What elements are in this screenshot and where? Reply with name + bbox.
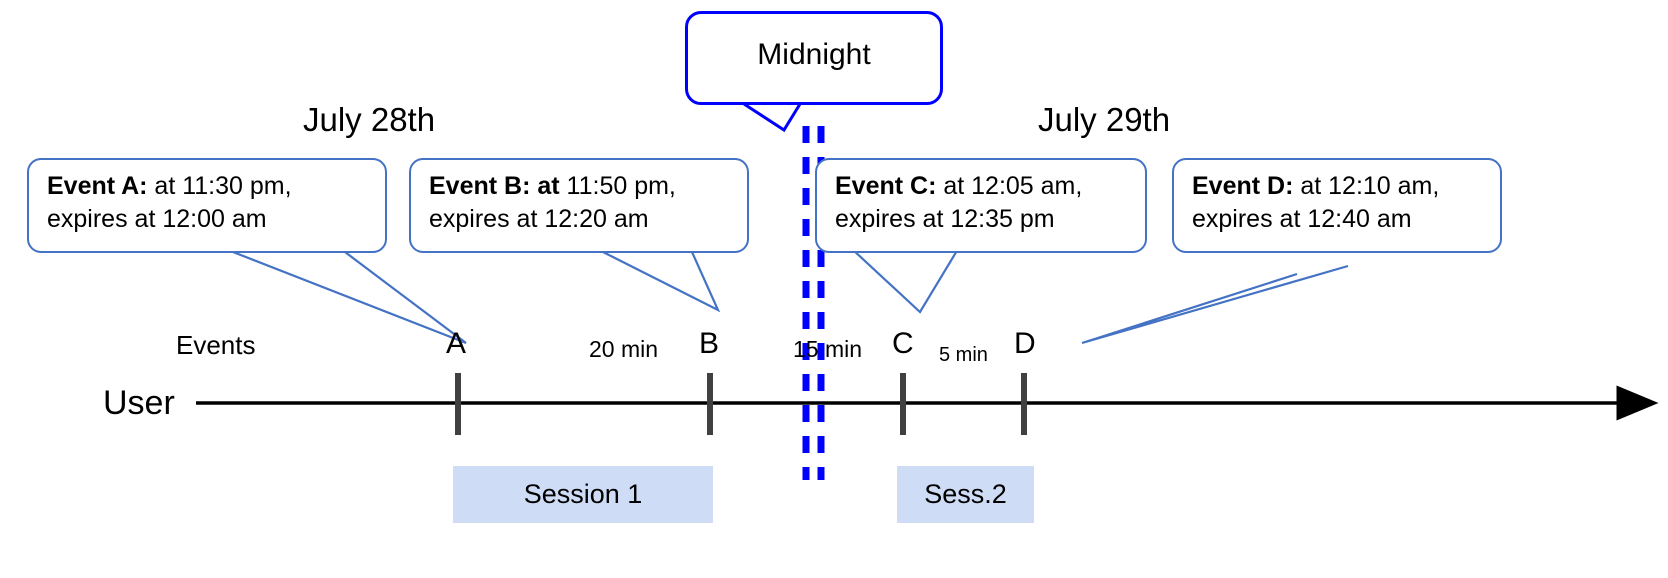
session-box-1: Session 1 — [453, 466, 713, 523]
callout-event-a-line2: expires at 12:00 am — [47, 205, 267, 233]
callout-event-c-line1: Event C: at 12:05 am, — [835, 170, 1131, 203]
date-label-july-29: July 29th — [1038, 101, 1171, 138]
callout-event-b-line1: Event B: at 11:50 pm, — [429, 170, 733, 203]
event-letter-d: D — [1014, 327, 1036, 360]
session-box-2: Sess.2 — [897, 466, 1034, 523]
row-label-user: User — [103, 384, 175, 422]
callout-tail-event-a — [232, 250, 467, 345]
midnight-callout: Midnight — [685, 11, 943, 105]
date-label-july-28: July 28th — [303, 101, 436, 138]
callout-event-b: Event B: at 11:50 pm, expires at 12:20 a… — [409, 158, 749, 253]
callout-tail-event-d — [1081, 264, 1349, 345]
callout-event-d-line2: expires at 12:40 am — [1192, 205, 1412, 233]
midnight-callout-tail — [743, 102, 802, 133]
callout-event-c-line2: expires at 12:35 pm — [835, 205, 1055, 233]
callout-event-a-rest: at 11:30 pm, — [147, 172, 292, 200]
gap-label-a-b: 20 min — [589, 336, 659, 362]
session-box-2-label: Sess.2 — [924, 479, 1007, 509]
callout-event-c-rest: at 12:05 am, — [936, 172, 1083, 200]
callout-tail-event-b — [602, 251, 721, 313]
callout-tail-event-c — [851, 248, 959, 314]
callout-event-b-rest: 11:50 pm, — [559, 172, 676, 200]
midnight-label: Midnight — [757, 38, 871, 71]
event-letter-b: B — [699, 327, 720, 360]
callout-event-d-rest: at 12:10 am, — [1293, 172, 1440, 200]
callout-event-c-bold: Event C: — [835, 172, 937, 200]
event-letter-c: C — [892, 327, 914, 360]
session-box-1-label: Session 1 — [523, 479, 643, 509]
gap-label-b-c: 15 min — [793, 336, 863, 362]
callout-event-a-line1: Event A: at 11:30 pm, — [47, 170, 371, 203]
callout-event-a: Event A: at 11:30 pm, expires at 12:00 a… — [27, 158, 387, 253]
row-label-events: Events — [176, 330, 256, 360]
callout-event-a-bold: Event A: — [47, 172, 148, 200]
callout-event-b-bold: Event B: at — [429, 172, 560, 200]
gap-label-c-d: 5 min — [939, 344, 988, 366]
callout-event-d-line1: Event D: at 12:10 am, — [1192, 170, 1486, 203]
callout-event-b-line2: expires at 12:20 am — [429, 205, 649, 233]
callout-event-c: Event C: at 12:05 am, expires at 12:35 p… — [815, 158, 1147, 253]
callout-event-d-bold: Event D: — [1192, 172, 1294, 200]
event-letter-a: A — [446, 327, 467, 360]
callout-event-d: Event D: at 12:10 am, expires at 12:40 a… — [1172, 158, 1502, 253]
